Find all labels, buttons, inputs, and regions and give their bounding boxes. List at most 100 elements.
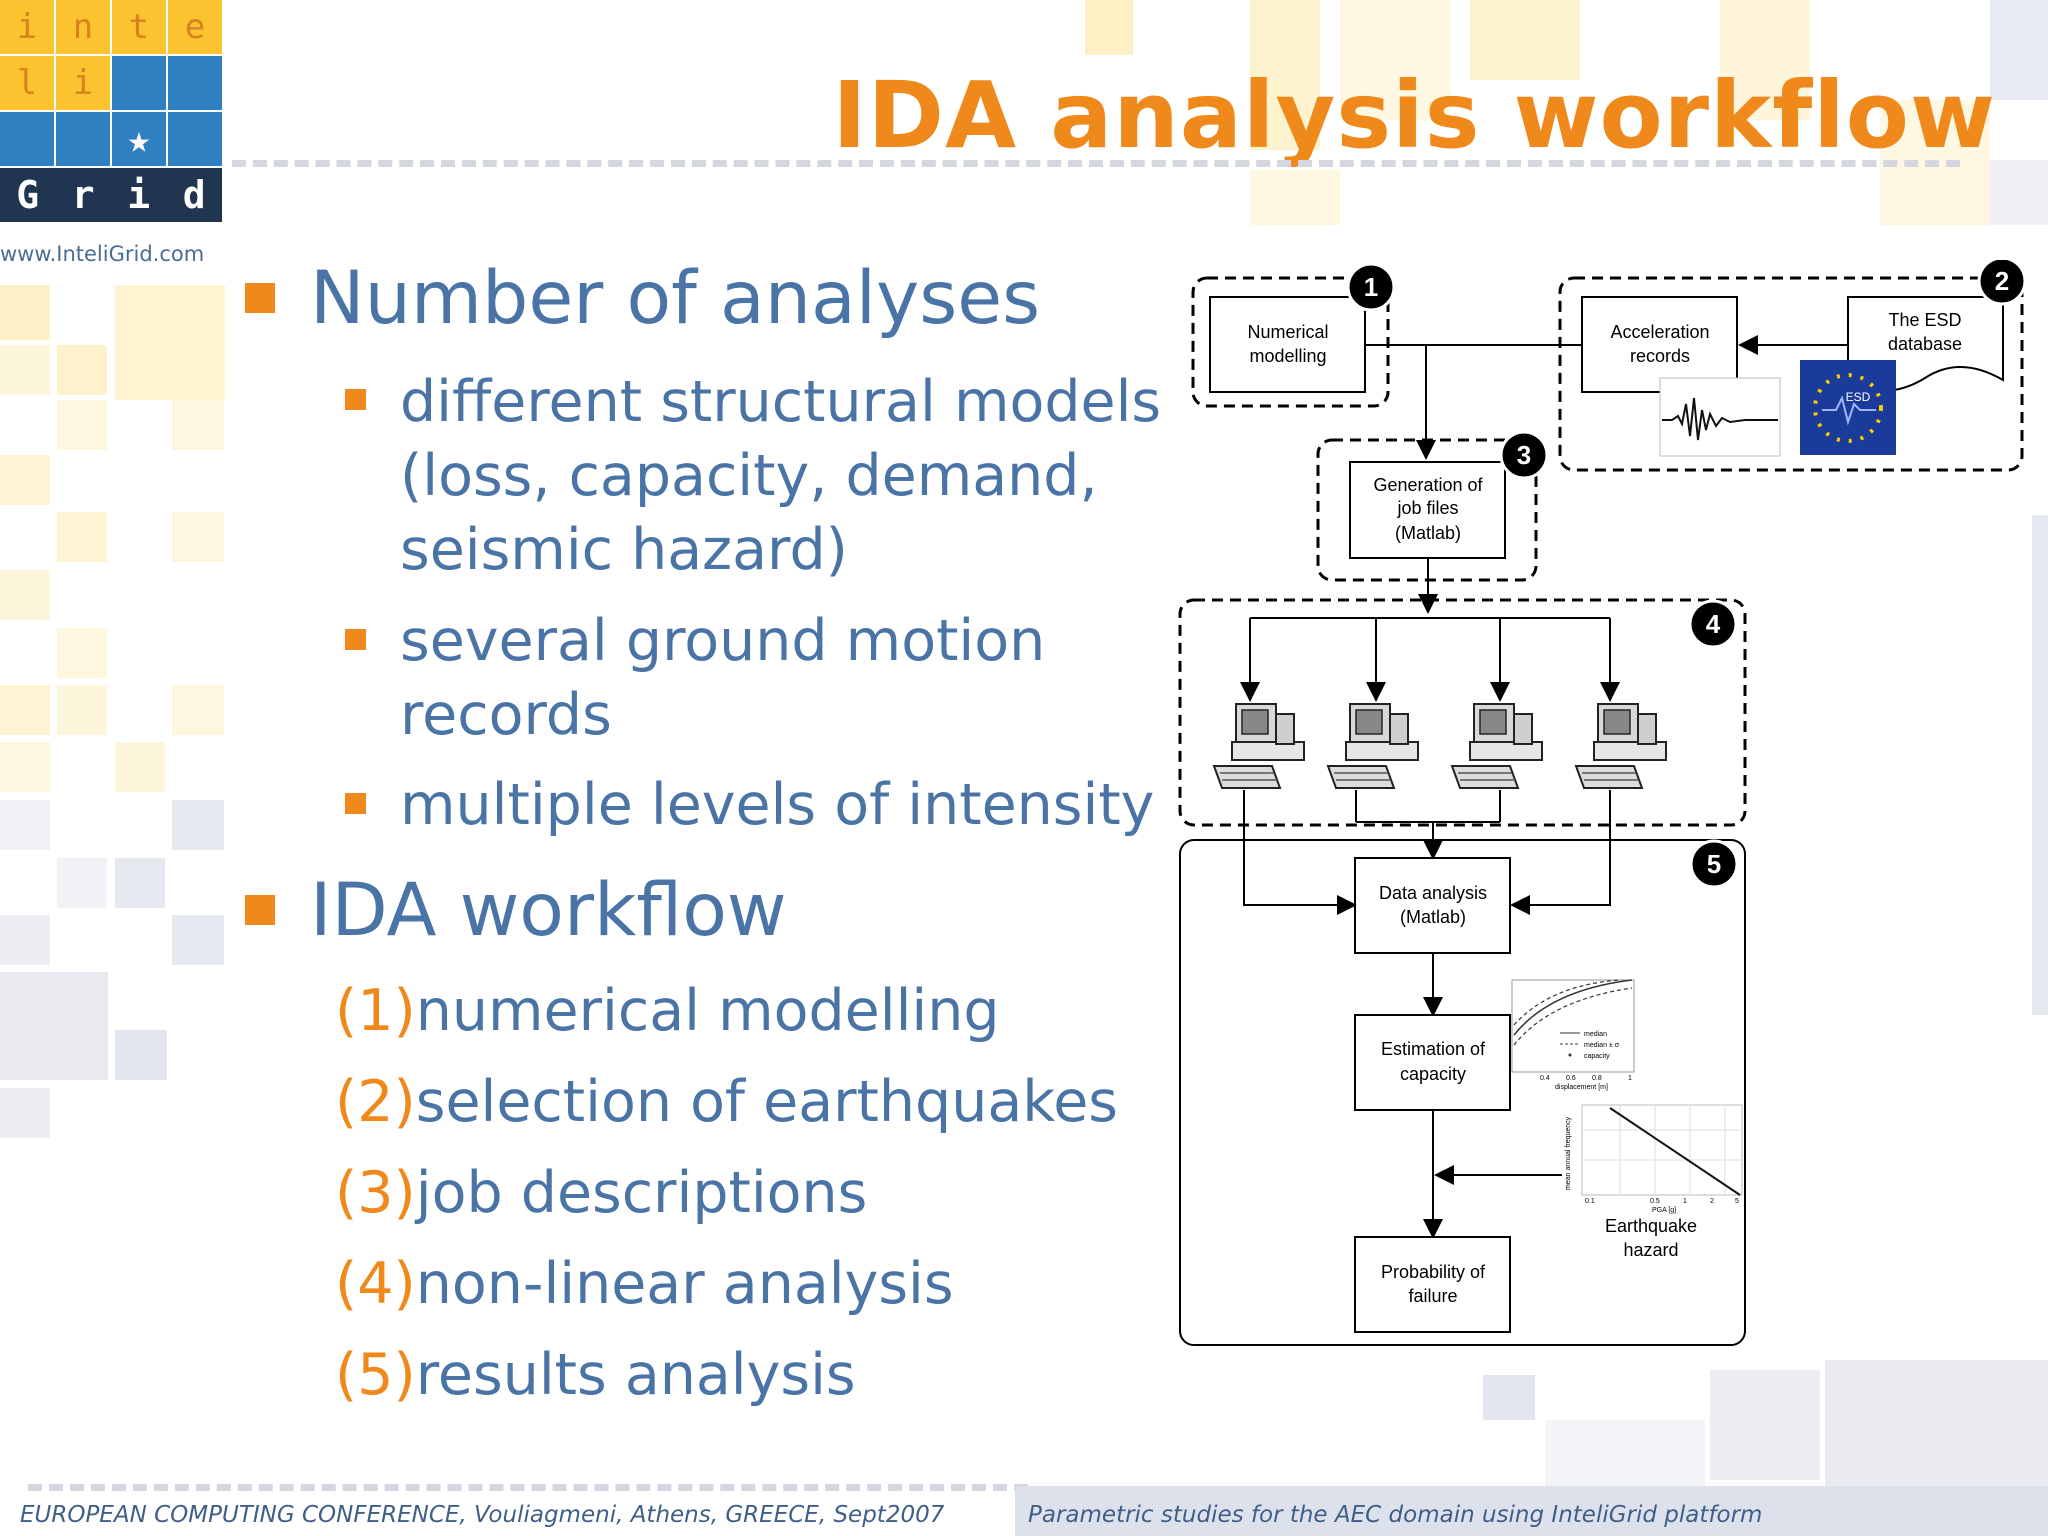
probability-failure-box: [1354, 1236, 1511, 1333]
tick-label: 0.5: [1650, 1198, 1660, 1205]
bg-square: [0, 455, 50, 505]
bg-square: [57, 628, 107, 678]
diagram-label: job files: [1396, 498, 1458, 518]
diagram-label: Data analysis: [1379, 883, 1487, 903]
bg-square: [57, 858, 107, 908]
bg-square: [1340, 0, 1450, 120]
group-box-4: [1178, 598, 1747, 827]
step-text: selection of earthquakes: [415, 1069, 1119, 1135]
star-icon: ★: [112, 112, 166, 166]
text-line: different structural models: [400, 369, 1162, 435]
diagram-label: Generation of: [1373, 475, 1483, 495]
text-line: (loss, capacity, demand,: [400, 443, 1098, 509]
diagram-label: capacity: [1400, 1064, 1466, 1084]
generation-job-files-box: [1349, 461, 1506, 559]
step-number: (5): [335, 1342, 416, 1408]
tick-label: 1: [1628, 1075, 1632, 1082]
workflow-step: (1)numerical modelling: [335, 978, 1000, 1044]
diagram-label: database: [1888, 334, 1962, 354]
bg-square: [0, 1088, 50, 1138]
legend-label: median: [1584, 1031, 1607, 1038]
bg-square: [1085, 0, 1133, 55]
bg-square: [172, 400, 224, 450]
sub-bullet-intensity: multiple levels of intensity: [400, 768, 1154, 842]
logo-letter: t: [112, 0, 166, 54]
bg-square: [2032, 515, 2048, 1015]
diagram-label: Earthquake: [1605, 1216, 1697, 1236]
logo-grid-bar: G r i d: [0, 168, 222, 222]
diagram-label: modelling: [1249, 346, 1326, 366]
esd-logo: ESD: [1800, 360, 1896, 455]
logo-letter: r: [71, 173, 95, 217]
logo-letter: d: [182, 173, 206, 217]
legend-label: capacity: [1584, 1053, 1610, 1060]
bg-square: [115, 1030, 167, 1080]
axis-label: PGA [g]: [1652, 1207, 1676, 1214]
capacity-mini-chart: median median ± σ capacity 0.4 0.6 0.8 1…: [1511, 979, 1635, 1091]
bg-square: [1710, 1370, 1820, 1480]
bg-square: [0, 800, 50, 850]
bg-square: [1720, 0, 1810, 120]
workflow-step: (5)results analysis: [335, 1342, 856, 1408]
diagram-label: (Matlab): [1400, 907, 1466, 927]
footer-right-band: [1015, 1486, 2048, 1536]
bg-square: [57, 345, 107, 395]
group-box-2: [1558, 276, 2024, 472]
bg-square: [57, 685, 107, 735]
bg-square: [57, 512, 107, 562]
workflow-step: (4)non-linear analysis: [335, 1251, 954, 1317]
page-title: IDA analysis workflow: [832, 62, 1996, 169]
badge-label: 3: [1517, 440, 1531, 470]
computer-icon: [1213, 703, 1305, 789]
logo-letter: i: [0, 0, 54, 54]
text-line: records: [400, 682, 612, 748]
computer-icon: [1327, 703, 1419, 789]
step-text: results analysis: [415, 1342, 856, 1408]
tick-label: 0.1: [1585, 1198, 1595, 1205]
workflow-diagram: Numerical modelling Acceleration records…: [1178, 260, 2027, 1346]
logo-cell: [56, 112, 110, 166]
bg-square: [0, 742, 50, 792]
bg-square: [115, 285, 225, 400]
badge-label: 4: [1706, 609, 1721, 639]
step-text: job descriptions: [415, 1160, 868, 1226]
bg-square: [1545, 1420, 1705, 1486]
logo-letter: i: [127, 173, 151, 217]
footer-presentation-title: Parametric studies for the AEC domain us…: [1028, 1502, 1763, 1528]
bg-square: [0, 285, 50, 340]
estimation-capacity-box: [1354, 1014, 1511, 1111]
esd-logo-text: ESD: [1846, 390, 1871, 404]
diagram-label: Acceleration: [1610, 322, 1709, 342]
bg-square: [0, 972, 108, 1080]
legend-label: median ± σ: [1584, 1042, 1620, 1049]
step-number: (4): [335, 1251, 416, 1317]
sub-bullet-marker: [345, 389, 366, 410]
tick-label: 2: [1710, 1198, 1714, 1205]
badge-1: 1: [1346, 262, 1396, 312]
diagram-label: hazard: [1623, 1240, 1678, 1260]
bullet-number-of-analyses: Number of analyses: [310, 256, 1041, 341]
logo-cell: [0, 112, 54, 166]
tick-label: 1: [1683, 1198, 1687, 1205]
badge-label: 2: [1995, 266, 2009, 296]
step-text: non-linear analysis: [415, 1251, 954, 1317]
sub-bullet-marker: [345, 793, 366, 814]
step-number: (2): [335, 1069, 416, 1135]
bullet-marker: [245, 895, 275, 925]
bg-square: [1990, 0, 2048, 100]
logo-letter: i: [56, 56, 110, 110]
bg-square: [172, 915, 224, 965]
bg-square: [172, 800, 224, 850]
diagram-label: The ESD: [1888, 310, 1961, 330]
computer-icon: [1575, 703, 1667, 789]
tick-label: 0.4: [1540, 1075, 1550, 1082]
seismogram-icon: [1659, 377, 1781, 457]
bg-square: [172, 685, 224, 735]
step-number: (3): [335, 1160, 416, 1226]
diagram-label: Estimation of: [1381, 1039, 1486, 1059]
hazard-mini-chart: mean annual frequency 0.1 0.5 1 2 5 PGA …: [1565, 1104, 1743, 1214]
diagram-label: records: [1630, 346, 1690, 366]
inteligrid-logo: i n t e l i ★ G r i d: [0, 0, 222, 222]
badge-label: 1: [1364, 272, 1378, 302]
badge-label: 5: [1707, 849, 1721, 879]
